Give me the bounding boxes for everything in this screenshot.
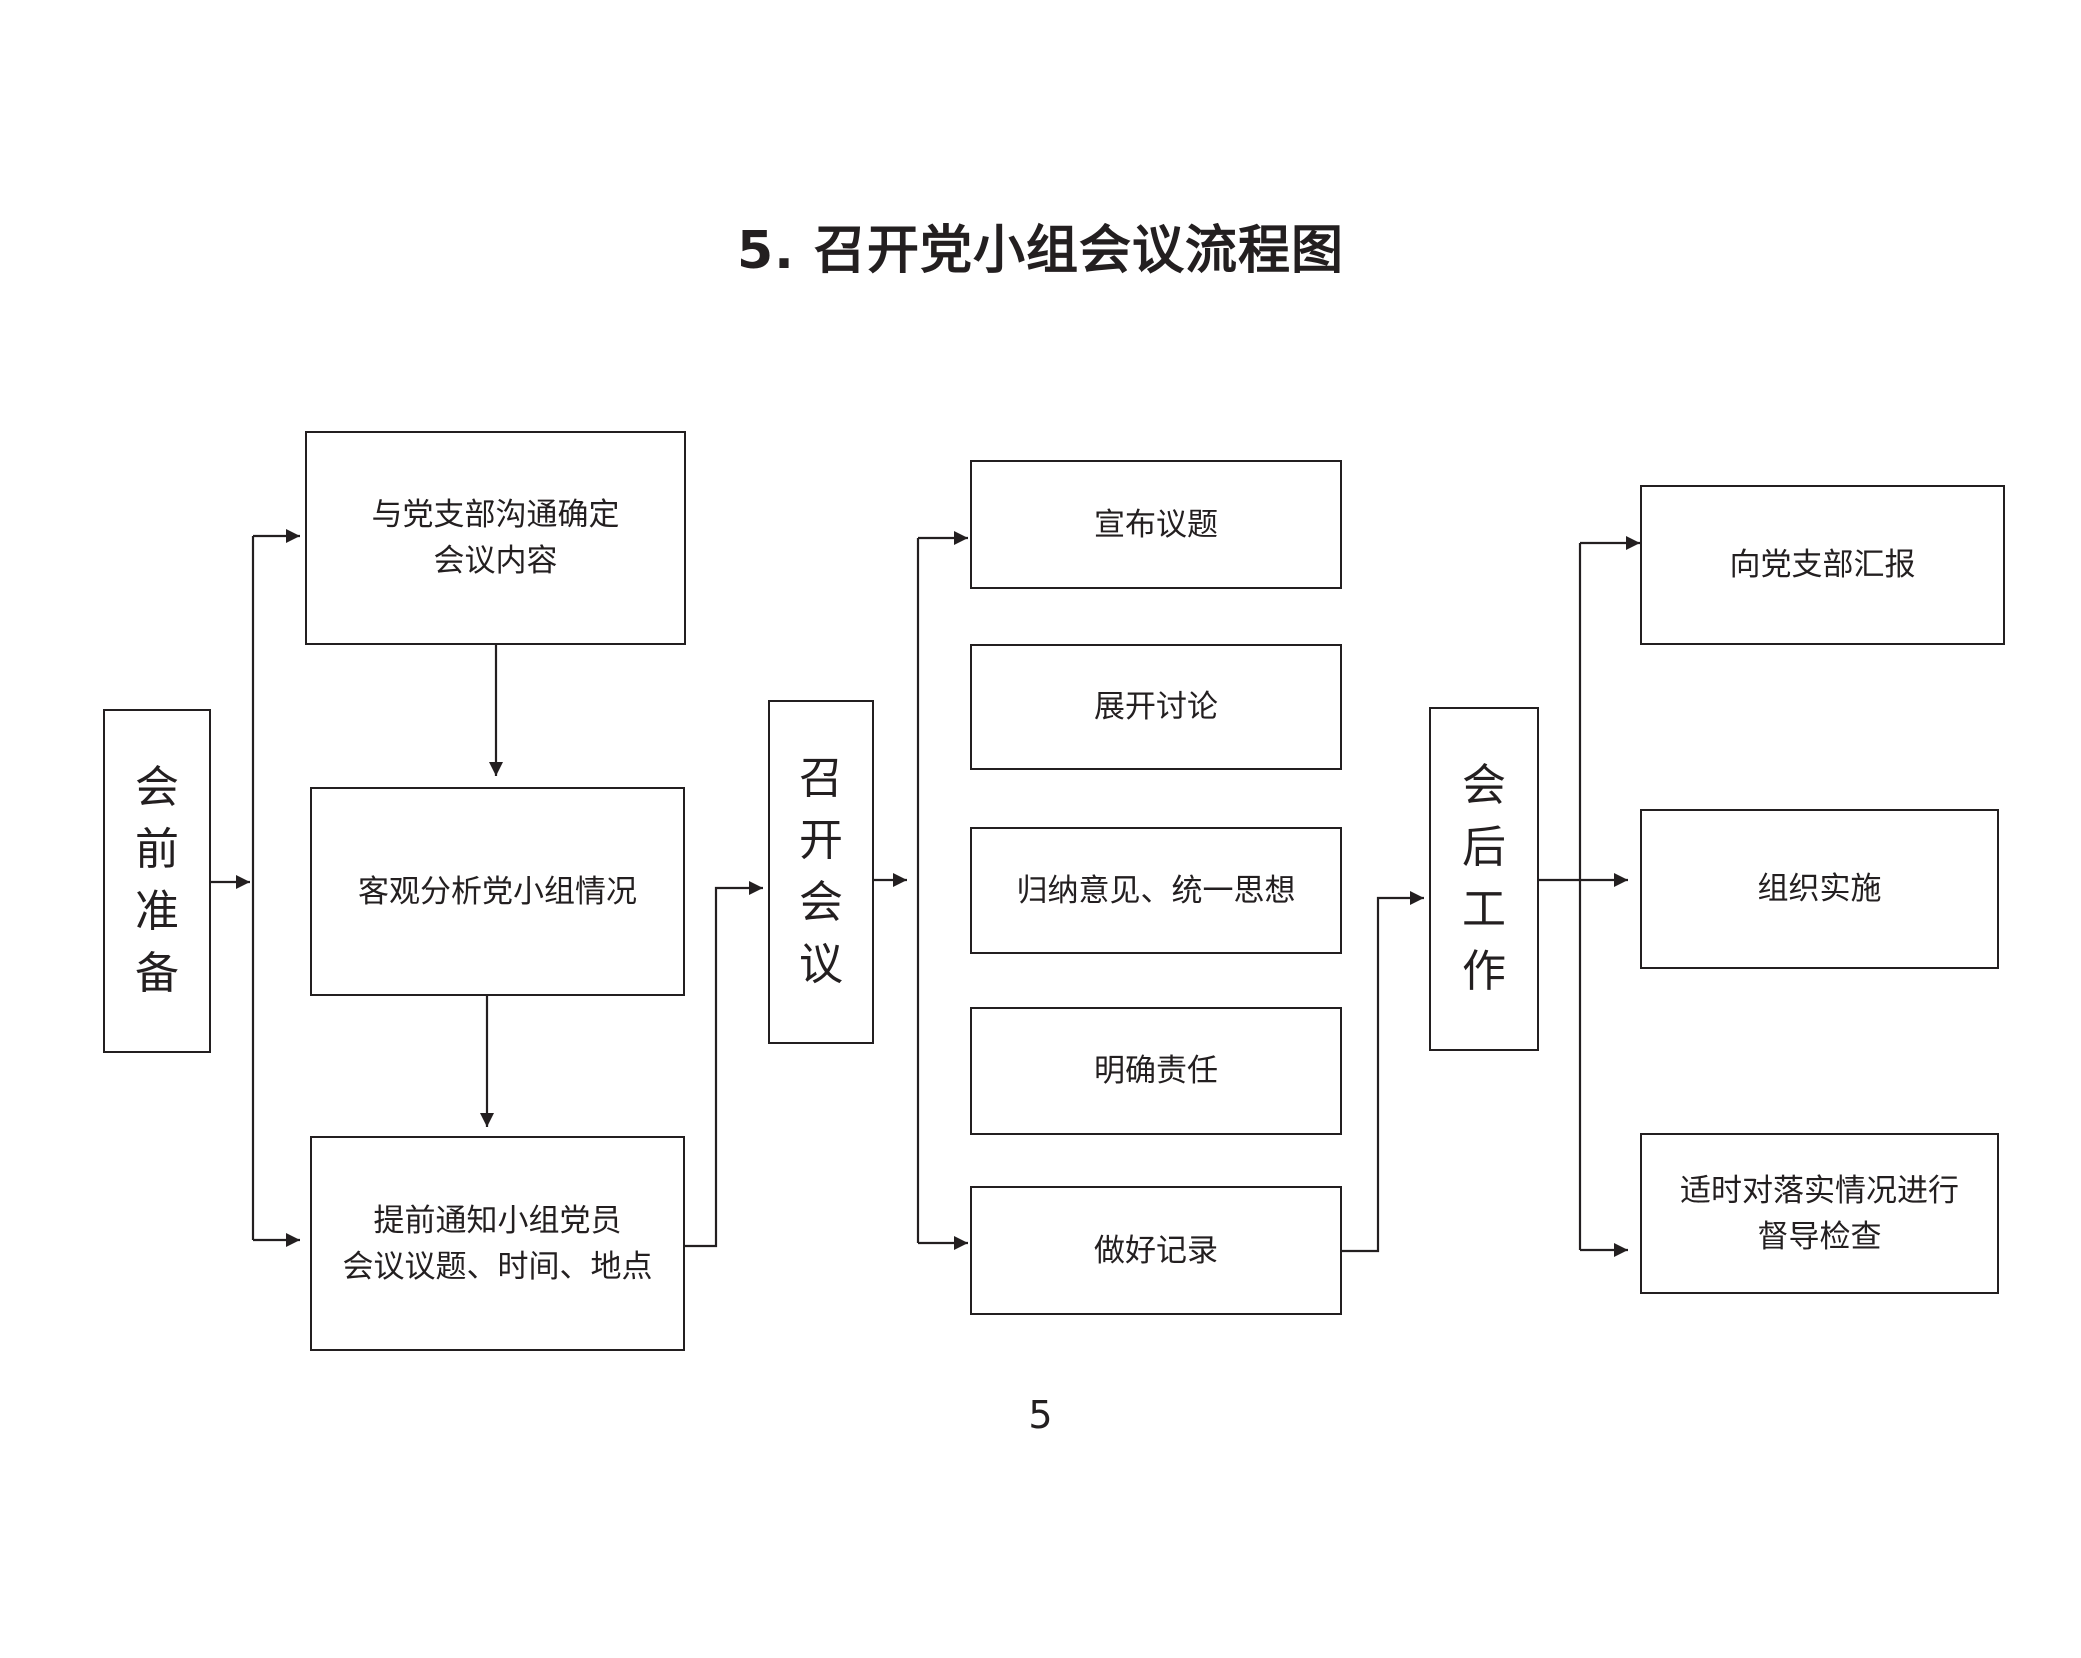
stage-meeting-label: 召开会议 (799, 753, 843, 990)
meeting-step-text: 归纳意见、统一思想 (1016, 872, 1296, 909)
stage-prepare-label: 会前准备 (135, 762, 179, 999)
meeting-step-box: 归纳意见、统一思想 (970, 827, 1342, 954)
meeting-step-text: 做好记录 (1094, 1232, 1218, 1269)
prepare-step-text: 客观分析党小组情况 (358, 873, 637, 910)
prepare-step-text: 提前通知小组党员 会议议题、时间、地点 (342, 1202, 653, 1285)
after-step-text: 组织实施 (1757, 871, 1882, 907)
stage-after-label: 会后工作 (1462, 760, 1506, 997)
connector-to-meeting (684, 881, 763, 1248)
stage-meeting: 召开会议 (768, 700, 874, 1044)
after-step-text: 向党支部汇报 (1729, 547, 1916, 583)
after-step-box: 组织实施 (1640, 809, 1999, 969)
after-step-box: 适时对落实情况进行 督导检查 (1640, 1133, 1999, 1294)
meeting-step-text: 展开讨论 (1094, 689, 1218, 725)
prepare-step-box: 提前通知小组党员 会议议题、时间、地点 (310, 1136, 685, 1351)
prepare-step-box: 与党支部沟通确定 会议内容 (305, 431, 686, 645)
meeting-step-text: 明确责任 (1094, 1053, 1218, 1089)
meeting-step-box: 明确责任 (970, 1007, 1342, 1135)
meeting-step-box: 宣布议题 (970, 460, 1342, 589)
meeting-step-text: 宣布议题 (1094, 506, 1218, 543)
after-step-box: 向党支部汇报 (1640, 485, 2005, 645)
page-number: 5 (1028, 1393, 1053, 1437)
page-title: 5. 召开党小组会议流程图 (736, 221, 1345, 281)
meeting-step-box: 做好记录 (970, 1186, 1342, 1315)
prepare-step-box: 客观分析党小组情况 (310, 787, 685, 996)
connector-to-after (1342, 891, 1424, 1253)
meeting-step-box: 展开讨论 (970, 644, 1342, 770)
after-step-text: 适时对落实情况进行 督导检查 (1680, 1172, 1959, 1255)
stage-prepare: 会前准备 (103, 709, 211, 1053)
prepare-step-text: 与党支部沟通确定 会议内容 (371, 497, 620, 579)
stage-after: 会后工作 (1429, 707, 1539, 1051)
